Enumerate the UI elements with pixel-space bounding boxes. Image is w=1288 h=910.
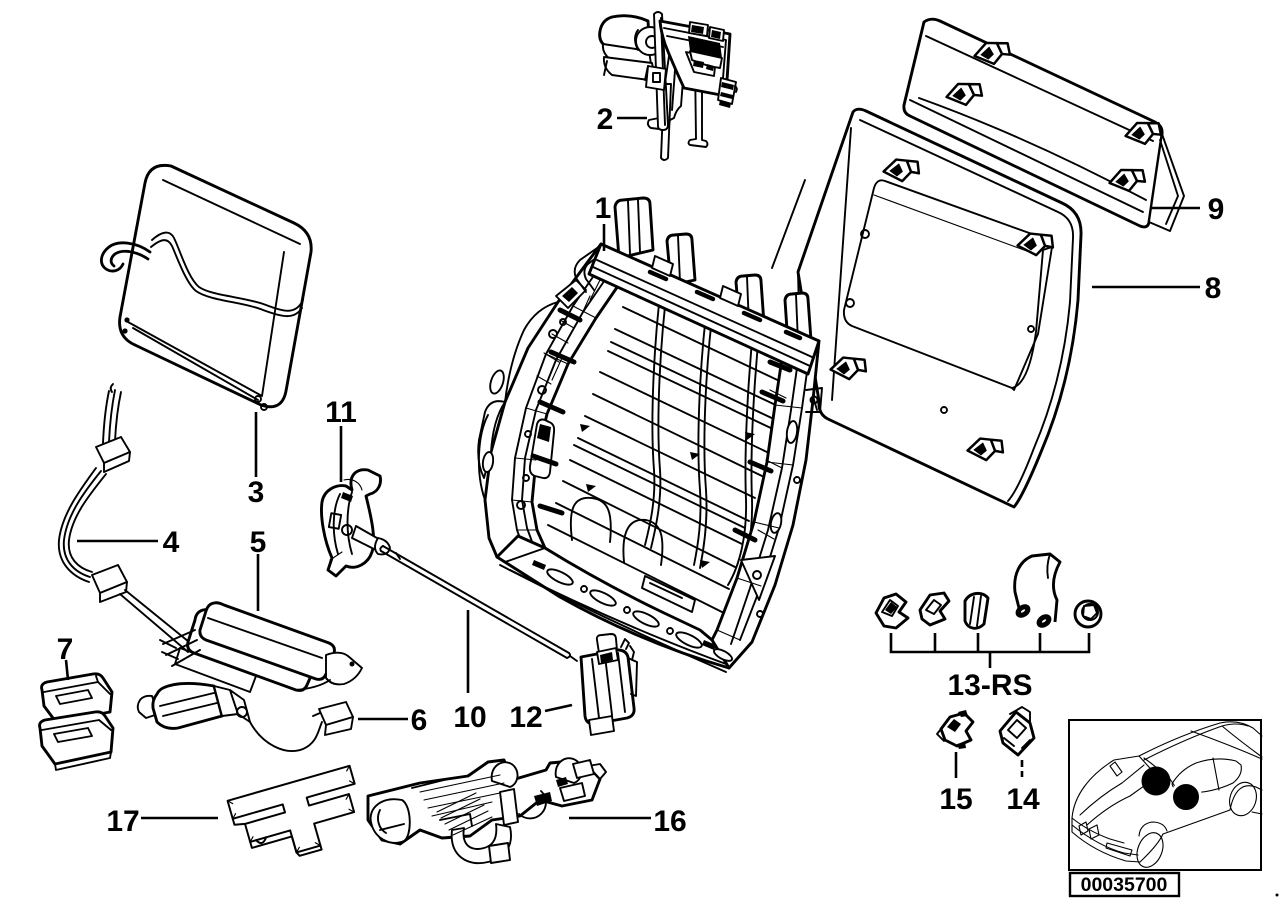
svg-text:4: 4	[163, 526, 180, 559]
svg-text:2: 2	[597, 103, 614, 136]
svg-text:8: 8	[1205, 272, 1222, 305]
svg-text:00035700: 00035700	[1081, 874, 1168, 896]
svg-text:1: 1	[595, 192, 612, 225]
svg-text:9: 9	[1208, 193, 1225, 226]
svg-text:17: 17	[106, 805, 139, 838]
svg-text:3: 3	[248, 476, 265, 509]
svg-text:15: 15	[939, 783, 972, 816]
svg-text:10: 10	[453, 701, 486, 734]
svg-text:14: 14	[1006, 783, 1040, 816]
svg-text:7: 7	[57, 633, 74, 666]
svg-text:6: 6	[411, 704, 428, 737]
svg-text:11: 11	[325, 396, 357, 429]
svg-text:13-RS: 13-RS	[947, 669, 1032, 702]
svg-text:5: 5	[250, 526, 267, 559]
svg-text:16: 16	[653, 805, 686, 838]
svg-text:12: 12	[509, 701, 542, 734]
